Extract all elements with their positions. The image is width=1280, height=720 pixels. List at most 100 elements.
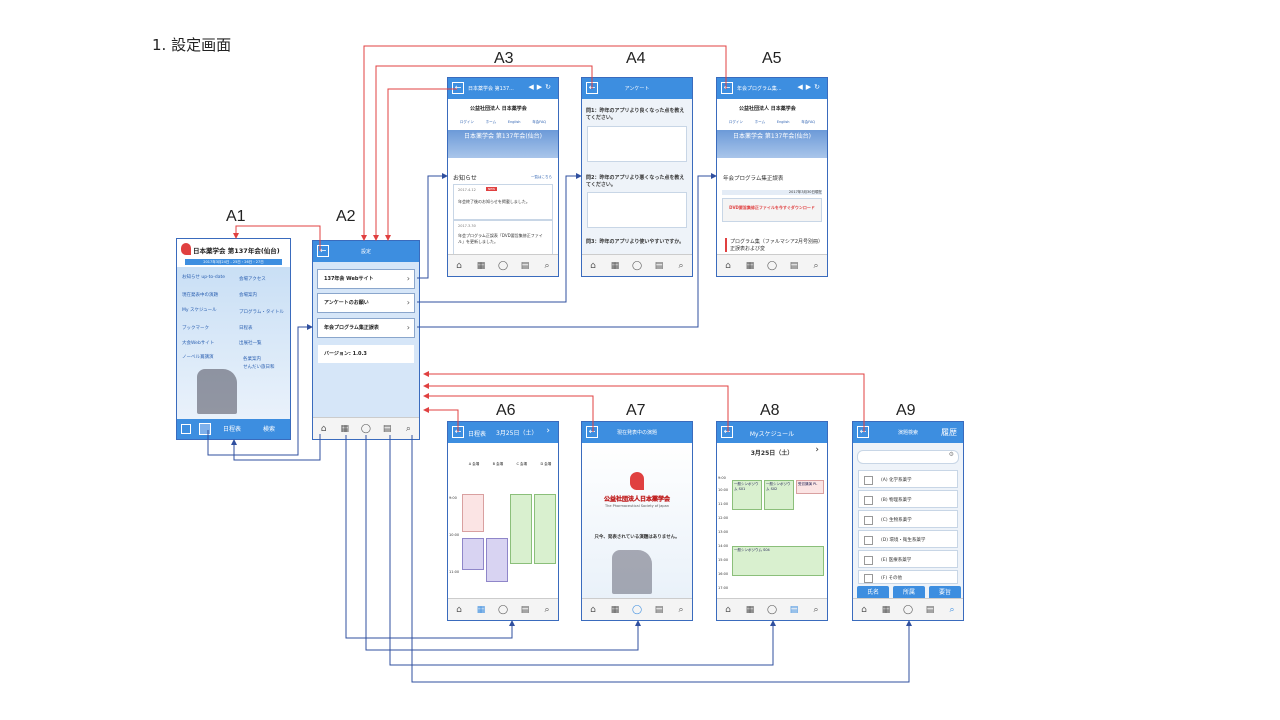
- a3-link-login[interactable]: ログイン: [459, 120, 474, 124]
- chat-icon[interactable]: ◯: [766, 604, 778, 615]
- a2-item-errata[interactable]: 年会プログラム集正誤表›: [317, 318, 415, 338]
- a6-session-pl[interactable]: [462, 494, 484, 532]
- chat-icon[interactable]: ◯: [631, 260, 643, 271]
- a5-link-english[interactable]: English: [776, 120, 790, 124]
- a9-category-d[interactable]: (D) 環境・衛生系薬学: [858, 530, 958, 548]
- menu-my-schedule[interactable]: My スケジュール: [182, 308, 217, 313]
- chat-icon[interactable]: ◯: [360, 423, 371, 434]
- chat-icon[interactable]: ◯: [631, 604, 643, 615]
- menu-news[interactable]: お知らせ up-to-date: [182, 275, 226, 280]
- a9-category-b[interactable]: (B) 物理系薬学: [858, 490, 958, 508]
- a1-schedule-button[interactable]: 日程表: [223, 426, 242, 433]
- calendar-icon[interactable]: ▦: [610, 260, 620, 271]
- calendar-icon[interactable]: ▦: [745, 260, 755, 271]
- a9-search-input[interactable]: ⚙: [857, 450, 959, 464]
- calendar-icon[interactable]: ▦: [340, 423, 350, 434]
- home-icon[interactable]: ⌂: [456, 604, 462, 615]
- chevron-right-icon[interactable]: ›: [546, 426, 550, 436]
- a2-item-website[interactable]: 137年会 Webサイト›: [317, 269, 415, 289]
- menu-nobel[interactable]: ノーベル賞講演: [182, 355, 214, 360]
- a3-back-icon[interactable]: ←: [452, 82, 464, 94]
- search-icon[interactable]: ⌕: [813, 260, 819, 271]
- checkbox-icon[interactable]: [864, 496, 873, 505]
- a3-news-more[interactable]: 一覧はこちら: [531, 175, 552, 179]
- a5-link-faq[interactable]: 年会FAQ: [801, 120, 816, 124]
- home-icon[interactable]: ⌂: [725, 260, 731, 271]
- a3-link-home[interactable]: ホーム: [485, 120, 497, 124]
- a9-history-button[interactable]: 履歴: [941, 428, 957, 437]
- checkbox-icon[interactable]: [864, 574, 873, 583]
- a9-category-e[interactable]: (E) 医療系薬学: [858, 550, 958, 568]
- menu-bookmark[interactable]: ブックマーク: [182, 326, 209, 331]
- menu-guide[interactable]: 各業案内: [243, 357, 261, 362]
- menu-venue[interactable]: 会場案内: [239, 293, 257, 298]
- a6-back-icon[interactable]: ←: [452, 426, 464, 438]
- home-icon[interactable]: ⌂: [590, 604, 596, 615]
- a1-search-button[interactable]: 検索: [263, 426, 276, 433]
- chat-icon[interactable]: ◯: [766, 260, 778, 271]
- search-icon[interactable]: ⌕: [678, 260, 684, 271]
- schedule-icon[interactable]: ▤: [382, 423, 392, 434]
- calendar-icon[interactable]: ▦: [881, 604, 891, 615]
- a5-back-icon[interactable]: ←: [721, 82, 733, 94]
- a4-answer-2[interactable]: [587, 192, 687, 228]
- calendar-icon[interactable]: ▦: [476, 260, 486, 271]
- a5-item[interactable]: プログラム集（ファルマシア2月号別冊）正誤表および変: [725, 238, 821, 252]
- search-icon[interactable]: ⌕: [949, 604, 955, 615]
- search-icon[interactable]: ⌕: [813, 604, 819, 615]
- schedule-icon[interactable]: ▤: [925, 604, 935, 615]
- schedule-icon[interactable]: ▤: [520, 260, 530, 271]
- a5-link-home[interactable]: ホーム: [754, 120, 766, 124]
- checkbox-icon[interactable]: [864, 556, 873, 565]
- home-icon[interactable]: ⌂: [861, 604, 867, 615]
- schedule-icon[interactable]: ▤: [520, 604, 530, 615]
- a3-nav-icons[interactable]: ◀▶↻: [528, 83, 554, 91]
- chat-icon[interactable]: ◯: [497, 260, 509, 271]
- a8-event-s04[interactable]: 一般シンポジウム S04: [732, 546, 824, 576]
- home-icon[interactable]: ⌂: [456, 260, 462, 271]
- menu-exhibitors[interactable]: 出展社一覧: [239, 341, 262, 346]
- schedule-icon[interactable]: ▤: [789, 604, 799, 615]
- calendar-icon[interactable]: ▦: [476, 604, 486, 615]
- menu-program[interactable]: プログラム・タイトル: [239, 310, 284, 315]
- a6-session-c[interactable]: [510, 494, 532, 564]
- a5-download-button[interactable]: DVD要旨集修正ファイルを今すぐダウンロード: [722, 198, 822, 222]
- a5-nav-icons[interactable]: ◀▶↻: [797, 83, 823, 91]
- menu-travel[interactable]: せんだい旅日和: [243, 365, 275, 370]
- chat-icon[interactable]: ◯: [902, 604, 914, 615]
- a6-session-a[interactable]: [462, 538, 484, 570]
- menu-access[interactable]: 会場アクセス: [239, 277, 266, 282]
- checkbox-icon[interactable]: [864, 536, 873, 545]
- a8-event-s01[interactable]: 一般シンポジウム S01: [732, 480, 762, 510]
- a9-category-c[interactable]: (C) 生物系薬学: [858, 510, 958, 528]
- menu-website[interactable]: 大会Webサイト: [182, 341, 215, 346]
- calendar-icon[interactable]: ▦: [610, 604, 620, 615]
- a2-back-icon[interactable]: ←: [317, 245, 329, 257]
- search-icon[interactable]: ⌕: [678, 604, 684, 615]
- chevron-right-icon[interactable]: ›: [815, 445, 819, 455]
- a4-answer-1[interactable]: [587, 126, 687, 162]
- chat-icon[interactable]: ◯: [497, 604, 509, 615]
- a9-category-a[interactable]: (A) 化学系薬学: [858, 470, 958, 488]
- home-icon[interactable]: ⌂: [725, 604, 731, 615]
- home-icon[interactable]: ⌂: [320, 423, 327, 434]
- a3-link-faq[interactable]: 年会FAQ: [532, 120, 547, 124]
- a9-abstract-search-button[interactable]: 要旨: [929, 586, 961, 600]
- a3-news-item-1[interactable]: 2017.4.12 NEW 年会終了後のお知らせを掲載しました。: [453, 184, 553, 220]
- search-icon[interactable]: ⌕: [405, 423, 411, 434]
- a6-session-b[interactable]: [486, 538, 508, 582]
- home-icon[interactable]: ⌂: [590, 260, 596, 271]
- a3-link-english[interactable]: English: [507, 120, 521, 124]
- search-icon[interactable]: ⌕: [544, 604, 550, 615]
- schedule-icon[interactable]: ▤: [654, 260, 664, 271]
- a5-link-login[interactable]: ログイン: [728, 120, 743, 124]
- a8-event-s02[interactable]: 一般シンポジウム S02: [764, 480, 794, 510]
- schedule-icon[interactable]: ▤: [789, 260, 799, 271]
- calendar-icon[interactable]: ▦: [745, 604, 755, 615]
- gear-icon[interactable]: ⚙: [948, 451, 954, 458]
- checkbox-icon[interactable]: [864, 516, 873, 525]
- a3-news-item-2[interactable]: 2017.3.30 年会プログラム正誤表「DVD要旨集修正ファイル」を更新しまし…: [453, 220, 553, 256]
- menu-schedule[interactable]: 日程表: [239, 326, 253, 331]
- menu-now-presenting[interactable]: 現在発表中の演題: [182, 293, 218, 298]
- a2-item-survey[interactable]: アンケートのお願い›: [317, 293, 415, 313]
